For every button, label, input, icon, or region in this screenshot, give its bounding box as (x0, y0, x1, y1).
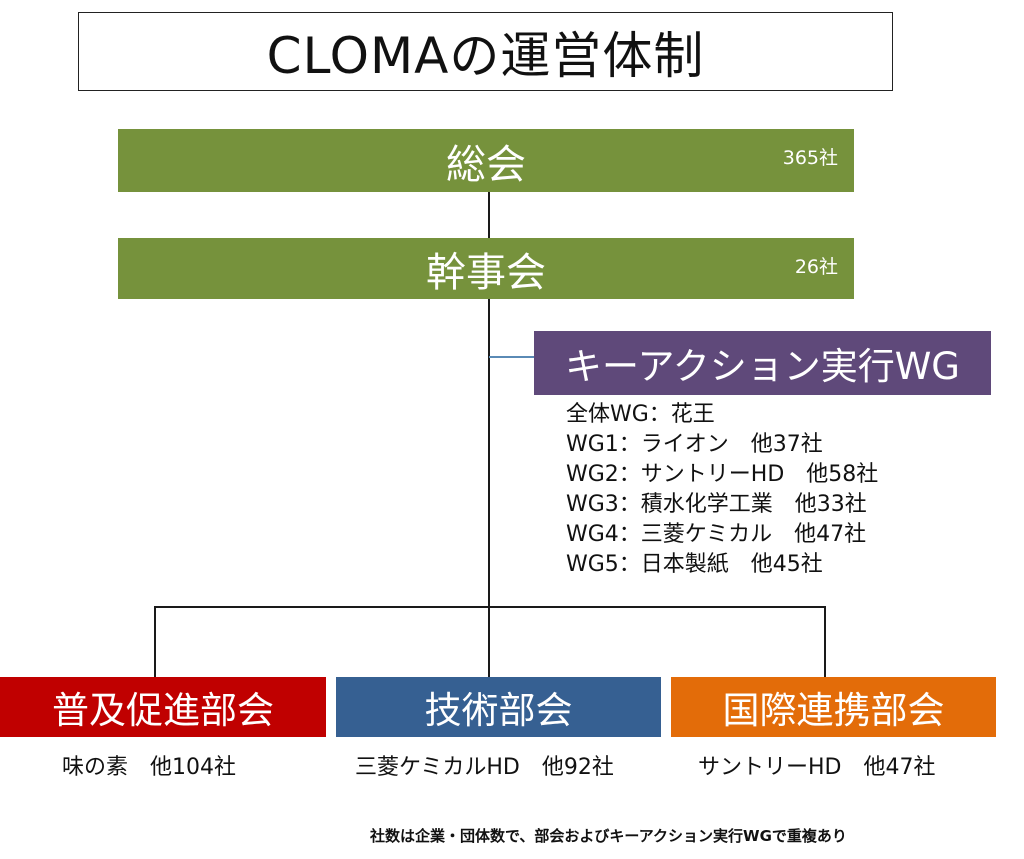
dept-technology-box: 技術部会 (336, 677, 661, 737)
connector-departments-horizontal (154, 606, 826, 608)
connector-board-to-departments (488, 297, 490, 677)
wg-item: 全体WG：花王 (566, 402, 715, 427)
wg-item: WG1：ライオン 他37社 (566, 432, 823, 457)
wg-item: WG4：三菱ケミカル 他47社 (566, 522, 867, 547)
dept-international-box: 国際連携部会 (671, 677, 996, 737)
connector-to-wg (489, 356, 534, 358)
page-title: CLOMAの運営体制 (78, 12, 893, 91)
connector-assembly-to-board (488, 191, 490, 239)
board-label: 幹事会 (426, 249, 546, 296)
footnote: 社数は企業・団体数で、部会およびキーアクション実行WGで重複あり (370, 827, 847, 845)
connector-to-dept-international (824, 606, 826, 677)
wg-item: WG2：サントリーHD 他58社 (566, 462, 879, 487)
dept-international-lead: サントリーHD 他47社 (698, 755, 936, 780)
connector-to-dept-promotion (154, 606, 156, 677)
general-assembly-label: 総会 (446, 141, 526, 188)
general-assembly-box: 総会 365社 (118, 129, 854, 192)
wg-item: WG3：積水化学工業 他33社 (566, 492, 867, 517)
wg-member-list: 全体WG：花王 WG1：ライオン 他37社 WG2：サントリーHD 他58社 W… (566, 400, 878, 580)
dept-technology-lead: 三菱ケミカルHD 他92社 (355, 755, 614, 780)
board-box: 幹事会 26社 (118, 238, 854, 299)
key-action-wg-box: キーアクション実行WG (534, 331, 991, 395)
dept-promotion-lead: 味の素 他104社 (62, 755, 236, 780)
dept-promotion-box: 普及促進部会 (0, 677, 326, 737)
board-count: 26社 (794, 256, 838, 278)
wg-item: WG5：日本製紙 他45社 (566, 552, 823, 577)
general-assembly-count: 365社 (782, 147, 838, 169)
